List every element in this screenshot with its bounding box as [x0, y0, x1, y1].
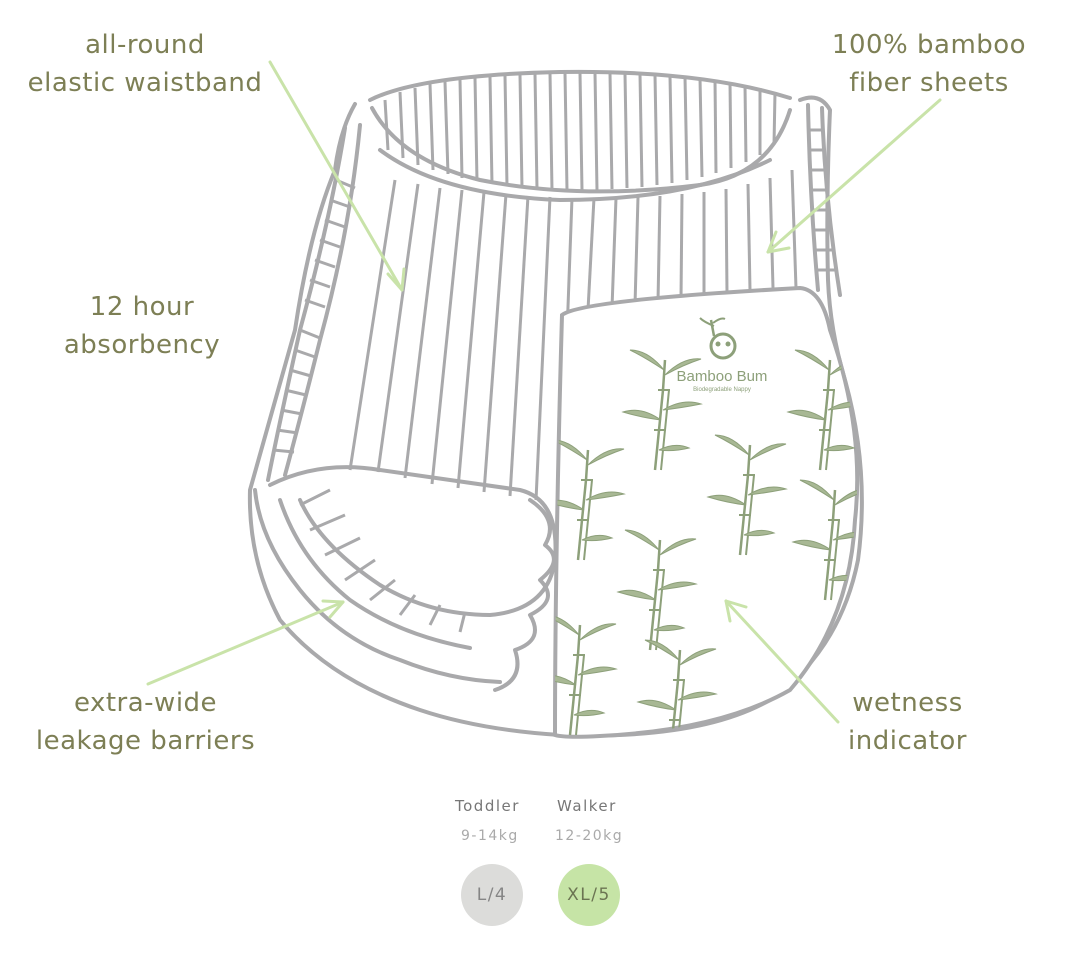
barriers-annotation: extra-wide leakage barriers	[18, 684, 273, 760]
bamboo-line-2: fiber sheets	[849, 68, 1009, 98]
waistband-line-1: all-round	[85, 30, 205, 60]
waistband-annotation: all-round elastic waistband	[10, 26, 280, 102]
size-name-walker: Walker	[557, 797, 617, 815]
brand-tagline: Biodegradable Nappy	[693, 387, 751, 393]
bamboo-arrow	[766, 98, 942, 254]
absorbency-line-1: 12 hour	[89, 292, 195, 322]
brand-name: Bamboo Bum	[677, 368, 768, 385]
waistband-arrow	[268, 60, 404, 292]
size-name-toddler: Toddler	[455, 797, 520, 815]
barrier-arrow	[146, 600, 345, 686]
bamboo-annotation: 100% bamboo fiber sheets	[820, 26, 1038, 102]
size-range-toddler: 9-14kg	[461, 828, 519, 844]
bamboo-line-1: 100% bamboo	[831, 30, 1027, 60]
panda-logo-icon	[699, 317, 737, 360]
wetness-line-2: indicator	[848, 726, 967, 756]
absorbency-annotation: 12 hour absorbency	[42, 288, 242, 364]
wetness-annotation: wetness indicator	[830, 684, 985, 760]
absorbency-line-2: absorbency	[63, 330, 221, 360]
size-option-l4[interactable]: L/4	[461, 864, 523, 926]
barriers-line-2: leakage barriers	[35, 726, 256, 756]
barriers-line-1: extra-wide	[73, 688, 218, 718]
wetness-arrow	[724, 599, 840, 724]
wetness-line-1: wetness	[852, 688, 963, 718]
waistband-line-2: elastic waistband	[27, 68, 263, 98]
size-range-walker: 12-20kg	[555, 828, 624, 844]
size-option-xl5[interactable]: XL/5	[558, 864, 620, 926]
